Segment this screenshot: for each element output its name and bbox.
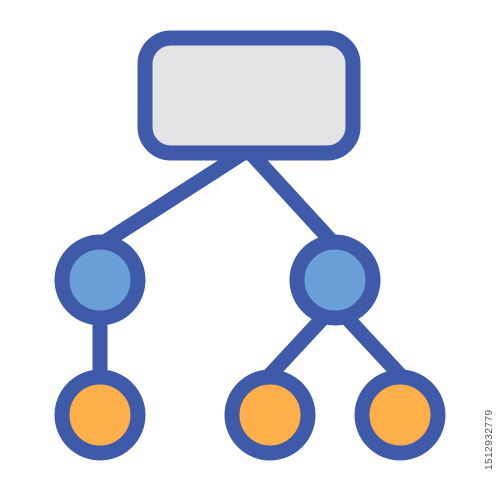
edge-root-to-right-child [240, 142, 343, 253]
leaf-node-3 [354, 369, 446, 461]
leaf-node-2 [224, 369, 316, 461]
child-node-right [289, 234, 381, 326]
watermark-id-text: 1512932779 [484, 409, 495, 470]
edge-root-to-left-child [92, 142, 256, 253]
child-node-left [54, 234, 146, 326]
leaf-node-1 [54, 369, 146, 461]
root-node [137, 30, 361, 161]
